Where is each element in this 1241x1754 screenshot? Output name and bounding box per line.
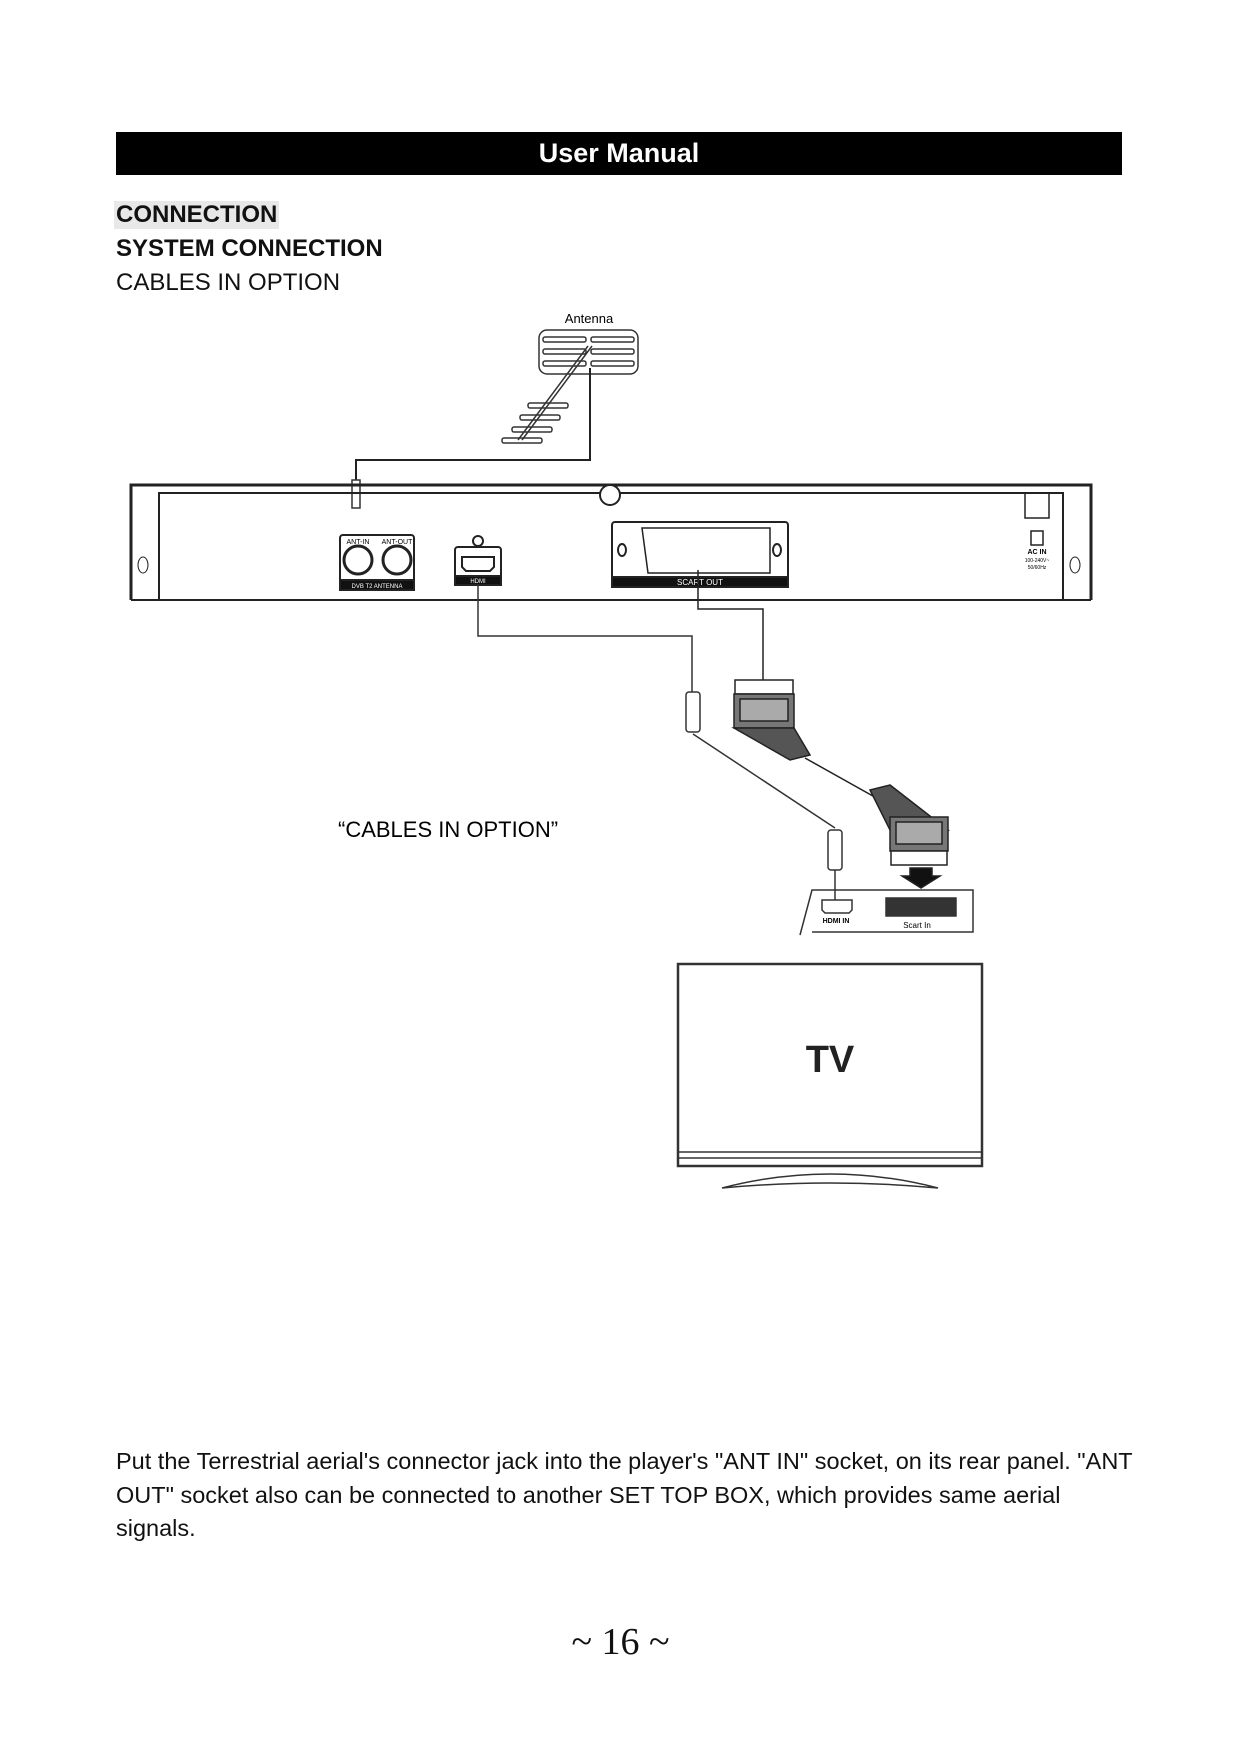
tv-label: TV xyxy=(806,1039,855,1081)
subsection-heading: SYSTEM CONNECTION xyxy=(116,235,383,262)
scart-cable xyxy=(697,570,951,889)
receiver-rear-panel xyxy=(129,483,1093,601)
hdmi-port xyxy=(454,535,502,586)
voltage-label: 100-240V~ xyxy=(1025,558,1050,564)
antenna-icon xyxy=(351,329,639,509)
tv-scart-in-label: Scart In xyxy=(903,921,931,930)
note-heading: CABLES IN OPTION xyxy=(116,269,341,296)
antenna-label: Antenna xyxy=(565,311,614,326)
ant-out-label: ANT-OUT xyxy=(382,539,413,546)
hdmi-label: HDMI xyxy=(470,579,486,585)
section-heading: CONNECTION xyxy=(114,201,280,229)
tv-input-panel xyxy=(799,889,974,936)
frequency-label: 50/60Hz xyxy=(1028,565,1047,571)
tv-hdmi-in-label: HDMI IN xyxy=(823,918,850,925)
ant-in-label: ANT-IN xyxy=(347,539,370,546)
antenna-ports xyxy=(339,534,415,591)
ac-in-label: AC IN xyxy=(1027,549,1046,556)
antenna-group-label: DVB T2 ANTENNA xyxy=(352,584,403,590)
page-number: ~ 16 ~ xyxy=(571,1621,670,1663)
hdmi-cable xyxy=(477,585,843,900)
tv-icon xyxy=(676,962,984,1189)
cables-caption: “CABLES IN OPTION” xyxy=(338,817,558,842)
scart-out-label: SCART OUT xyxy=(677,578,723,587)
scart-port xyxy=(611,521,789,588)
header-bar: User Manual xyxy=(116,132,1122,175)
instruction-paragraph: Put the Terrestrial aerial's connector j… xyxy=(116,1448,1133,1541)
